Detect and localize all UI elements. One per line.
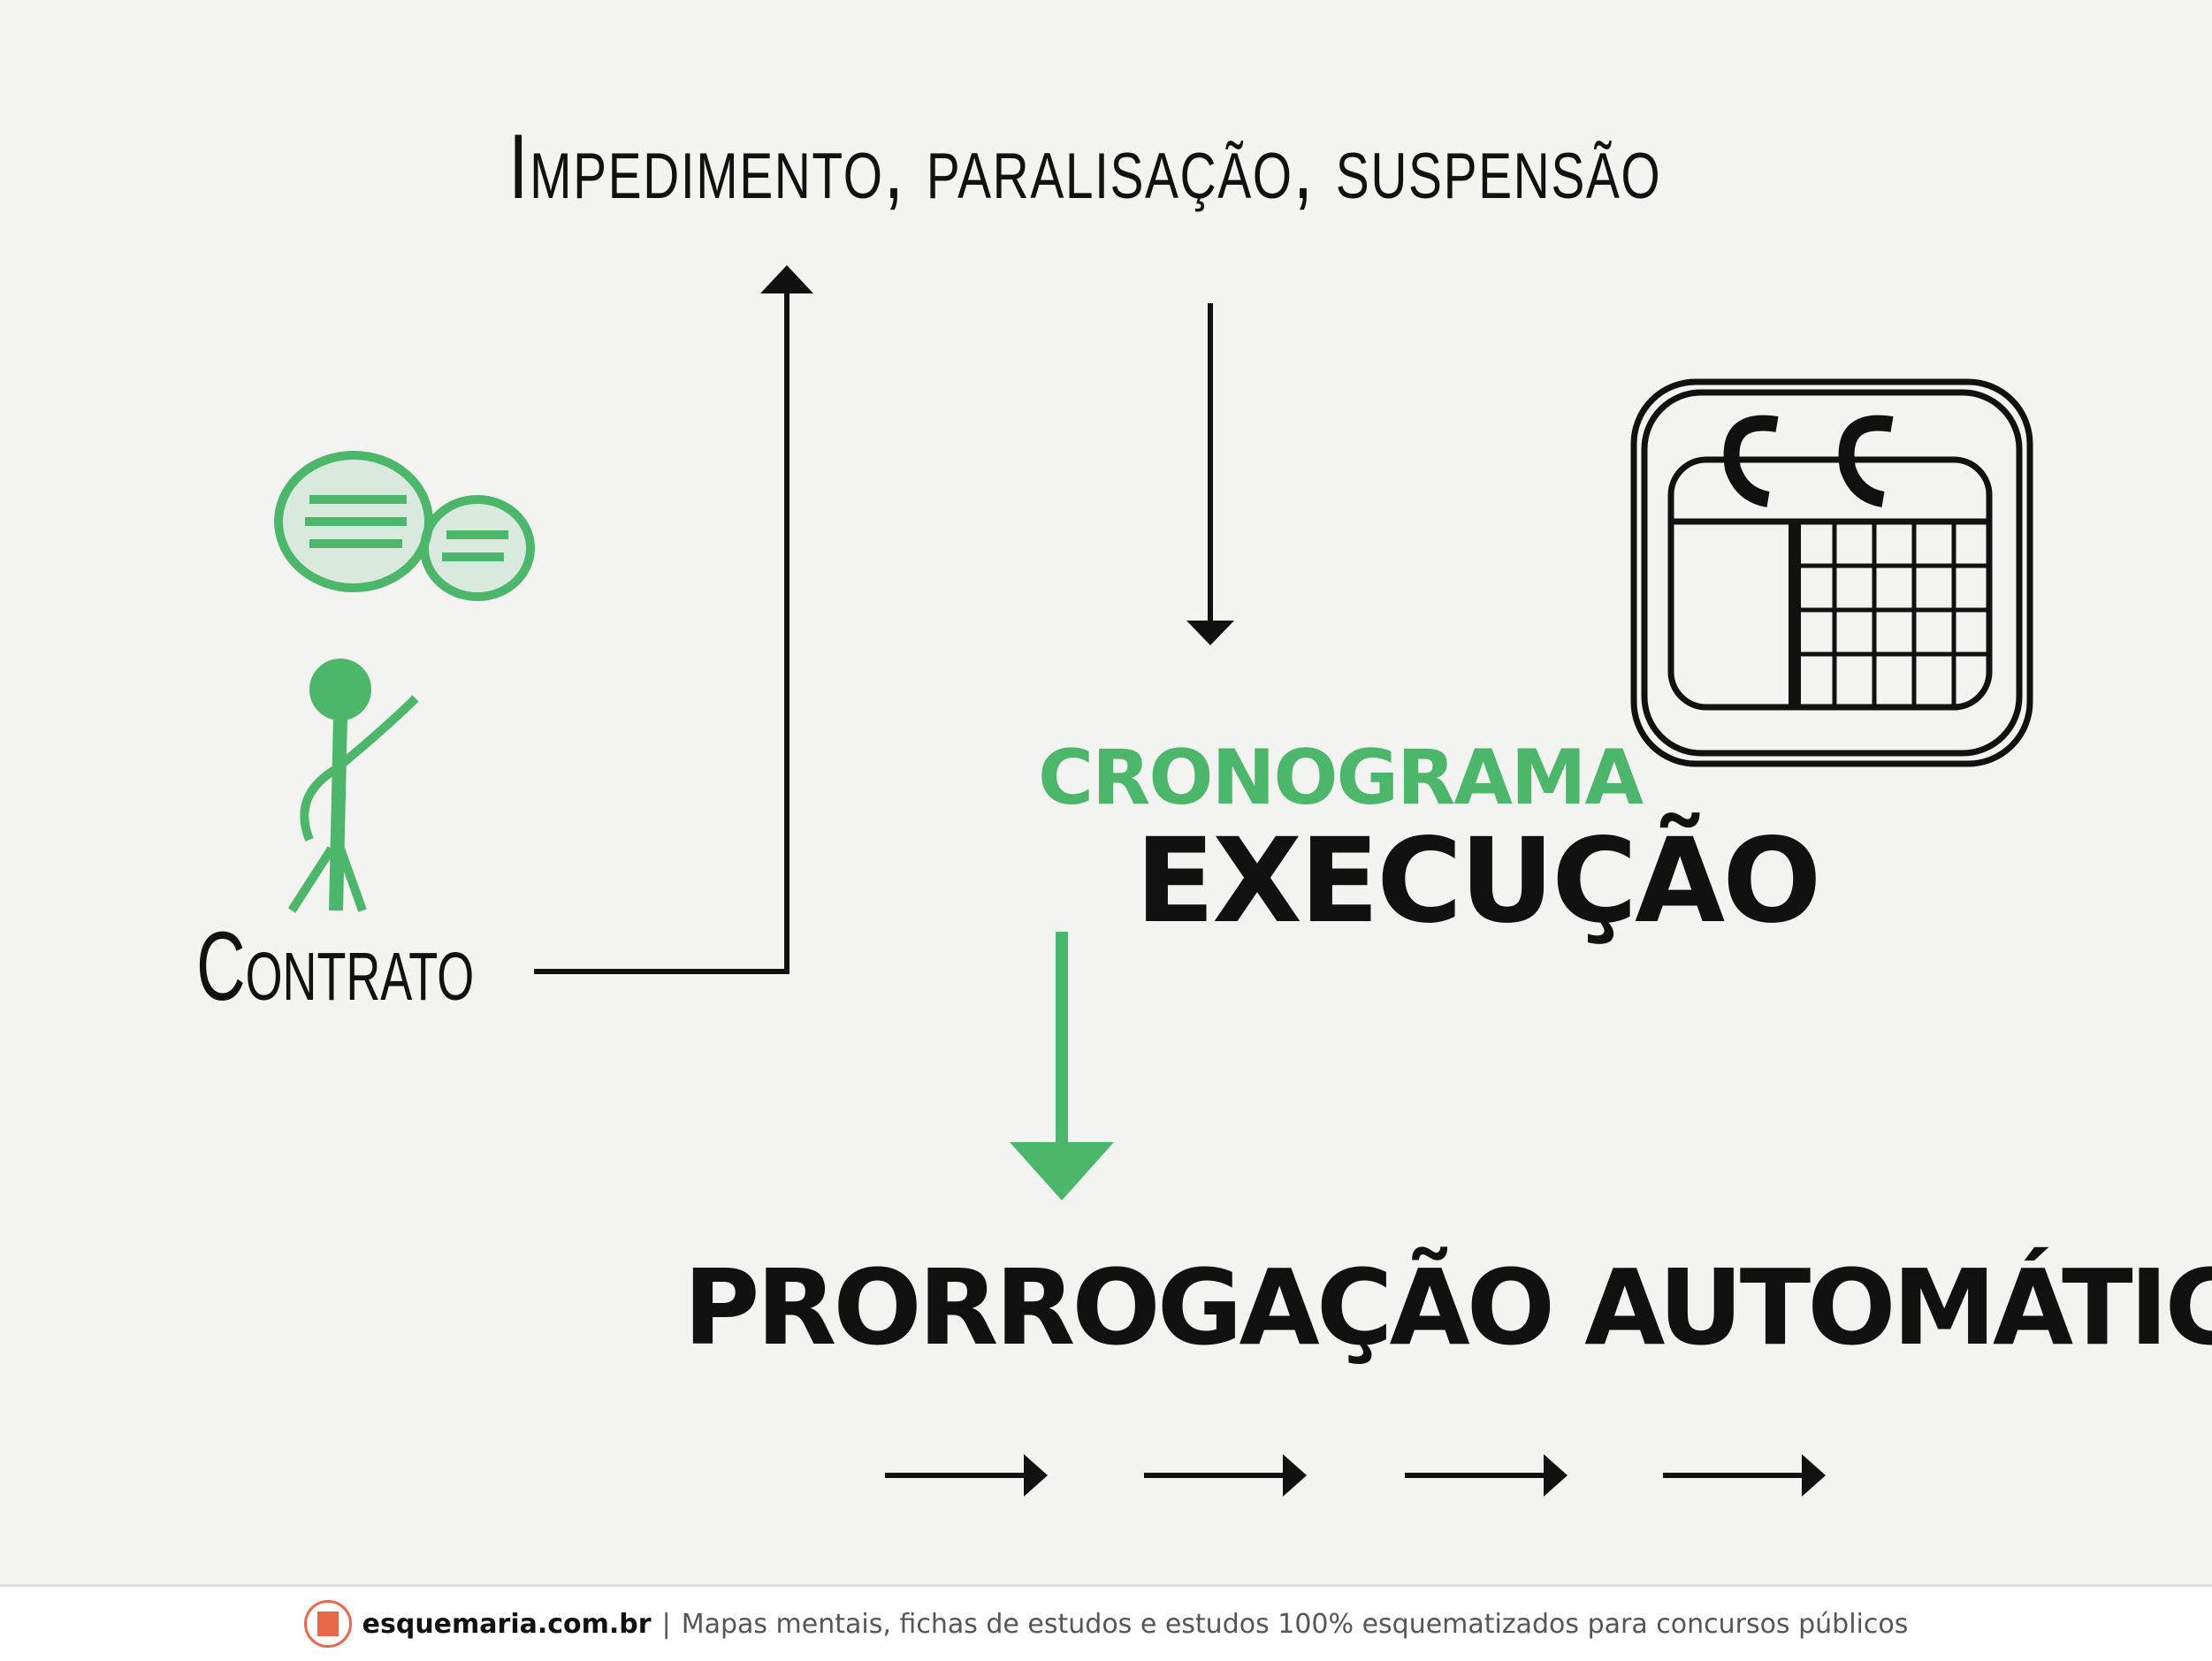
schedule-label: CRONOGRAMA [1038,734,1644,822]
brand-logo-icon [303,1600,352,1648]
sequence-arrow-heads [1024,1454,1826,1497]
calendar-icon [1630,378,2033,767]
contract-label: Contrato [196,912,475,1021]
footer-separator: | [661,1608,671,1640]
up-arrow-head [760,265,813,293]
up-arrow [534,281,789,974]
result-label: PRORROGAÇÃO AUTOMÁTICA [683,1246,2212,1368]
down-arrow-head [1186,621,1234,645]
green-arrow-head [1010,1142,1114,1200]
footer: esquemaria.com.br | Mapas mentais, ficha… [0,1584,2212,1661]
person-speech-icon [274,451,535,913]
footer-tagline: Mapas mentais, fichas de estudos e estud… [681,1608,1909,1640]
execution-label: EXECUÇÃO [1135,813,1821,949]
brand-link[interactable]: esquemaria.com.br [362,1608,652,1640]
